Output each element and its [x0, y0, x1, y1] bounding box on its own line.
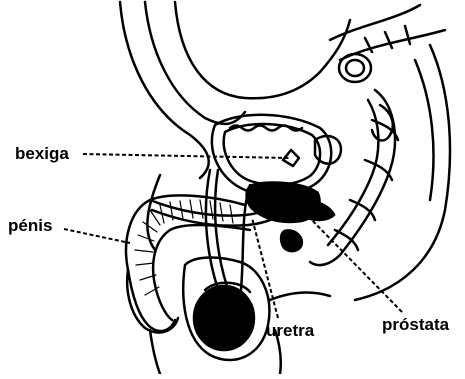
pelvic-floor-dark: [300, 200, 335, 221]
bladder-wall-inner: [224, 124, 320, 185]
urethra-label: uretra: [266, 322, 314, 339]
penis-leader-line: [64, 229, 130, 243]
peritoneum: [175, 2, 350, 98]
bowel-loop-inner: [346, 60, 364, 76]
abdominal-wall-inner: [145, 2, 245, 124]
sacrum-segment-3: [405, 26, 410, 44]
bowel-loop: [339, 54, 371, 82]
prostate-label: próstata: [382, 316, 449, 333]
perineum: [270, 293, 330, 300]
back-outline-inner: [415, 60, 434, 200]
bladder-leader-line: [83, 154, 290, 158]
bulb-shape: [280, 230, 302, 252]
penis-label: pénis: [8, 217, 52, 234]
prostate-leader-line: [300, 208, 402, 312]
thigh-outline-left: [150, 330, 160, 374]
rectum-inner: [328, 100, 378, 245]
urethra-leader-line: [252, 218, 278, 318]
testis: [194, 286, 254, 350]
back-outline: [355, 45, 450, 300]
abdominal-wall: [120, 2, 209, 178]
vas-deferens-2: [215, 170, 230, 295]
bladder-label: bexiga: [15, 145, 69, 162]
sacrum-segment-2: [385, 32, 392, 48]
